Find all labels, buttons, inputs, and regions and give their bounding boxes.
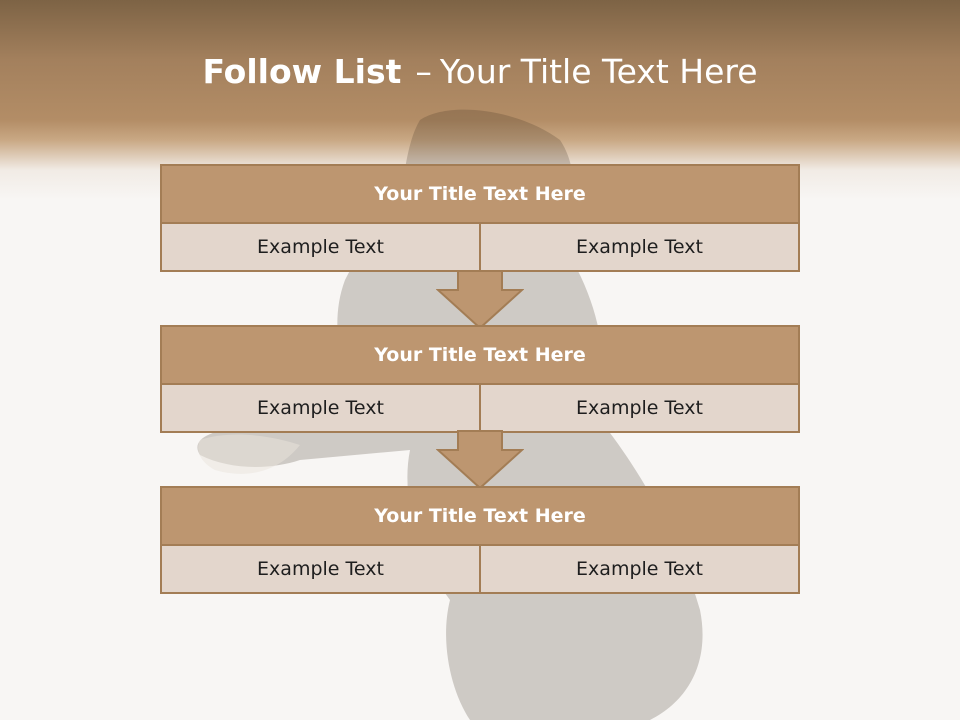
list-block-3: Your Title Text Here Example Text Exampl… bbox=[160, 486, 800, 594]
block-cell-left: Example Text bbox=[257, 558, 384, 580]
block-cell-right: Example Text bbox=[479, 546, 798, 592]
block-row: Example Text Example Text bbox=[162, 385, 798, 431]
down-arrow-icon bbox=[436, 270, 524, 330]
block-row: Example Text Example Text bbox=[162, 224, 798, 270]
block-cell-left: Example Text bbox=[257, 397, 384, 419]
block-title: Your Title Text Here bbox=[162, 166, 798, 224]
title-rest: Your Title Text Here bbox=[439, 52, 758, 91]
down-arrow-icon bbox=[436, 430, 524, 490]
slide-title: Follow List–Your Title Text Here bbox=[0, 52, 960, 91]
list-block-1: Your Title Text Here Example Text Exampl… bbox=[160, 164, 800, 272]
block-cell-right: Example Text bbox=[479, 385, 798, 431]
block-cell-right: Example Text bbox=[479, 224, 798, 270]
block-title: Your Title Text Here bbox=[162, 327, 798, 385]
block-cell-left: Example Text bbox=[257, 236, 384, 258]
list-block-2: Your Title Text Here Example Text Exampl… bbox=[160, 325, 800, 433]
title-dash: – bbox=[415, 52, 432, 91]
title-bold: Follow List bbox=[202, 52, 402, 91]
block-title: Your Title Text Here bbox=[162, 488, 798, 546]
block-row: Example Text Example Text bbox=[162, 546, 798, 592]
